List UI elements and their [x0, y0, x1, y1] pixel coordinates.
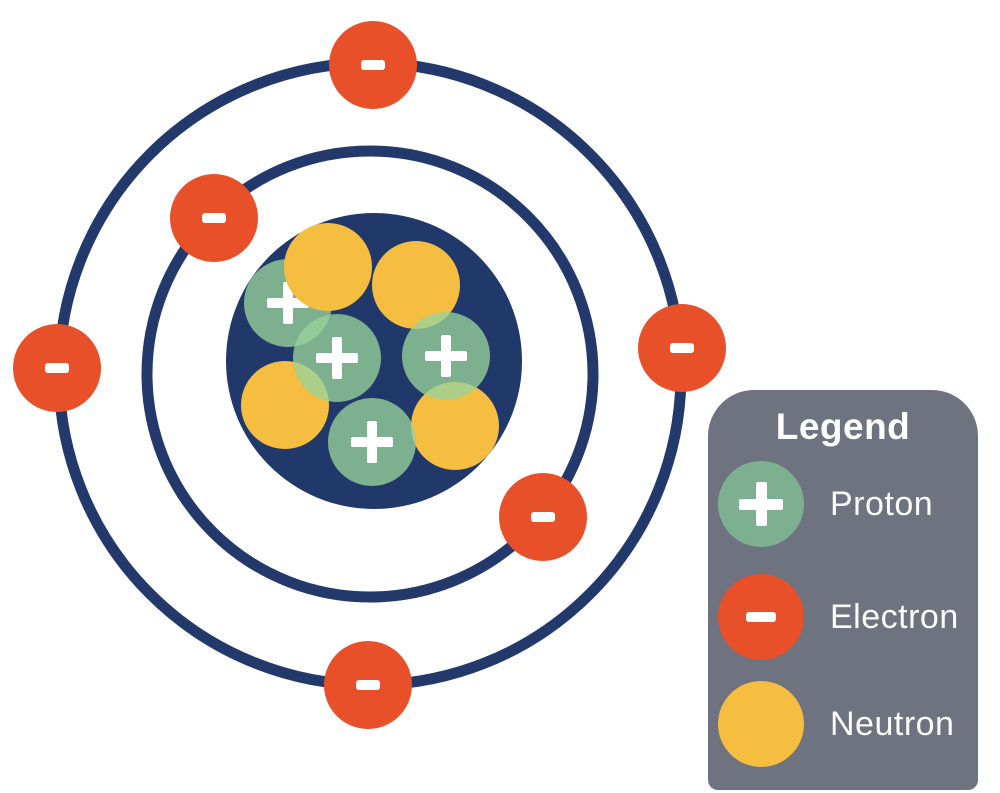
inner-electron-shell-orbit: [141, 145, 599, 603]
minus-icon: [361, 60, 385, 70]
plus-icon: [425, 335, 467, 377]
plus-icon: [316, 337, 358, 379]
proton-icon: [718, 461, 804, 547]
electron-particle: [170, 174, 258, 262]
legend-panel: Legend Proton Electron Neutron: [708, 390, 978, 790]
neutron-particle: [372, 241, 460, 329]
minus-icon: [45, 363, 69, 373]
legend-title: Legend: [775, 406, 911, 447]
plus-icon: [351, 421, 393, 463]
neutron-icon: [718, 681, 804, 767]
legend-item-proton: Proton: [718, 460, 972, 548]
plus-icon: [267, 282, 309, 324]
proton-particle: [328, 398, 416, 486]
minus-icon: [531, 512, 555, 522]
minus-icon: [670, 343, 694, 353]
electron-particle: [329, 21, 417, 109]
legend-item-electron: Electron: [718, 573, 972, 661]
electron-particle: [499, 473, 587, 561]
minus-icon: [356, 680, 380, 690]
plus-icon: [739, 482, 783, 526]
proton-particle: [402, 312, 490, 400]
legend-item-label: Neutron: [830, 704, 955, 743]
minus-icon: [746, 612, 776, 622]
minus-icon: [202, 213, 226, 223]
neutron-particle: [284, 223, 372, 311]
electron-particle: [13, 324, 101, 412]
legend-item-label: Proton: [830, 484, 934, 523]
electron-particle: [324, 641, 412, 729]
neutron-particle: [411, 382, 499, 470]
legend-item-neutron: Neutron: [718, 680, 972, 768]
legend-item-label: Electron: [830, 597, 959, 636]
proton-particle: [293, 314, 381, 402]
electron-icon: [718, 574, 804, 660]
electron-particle: [638, 304, 726, 392]
